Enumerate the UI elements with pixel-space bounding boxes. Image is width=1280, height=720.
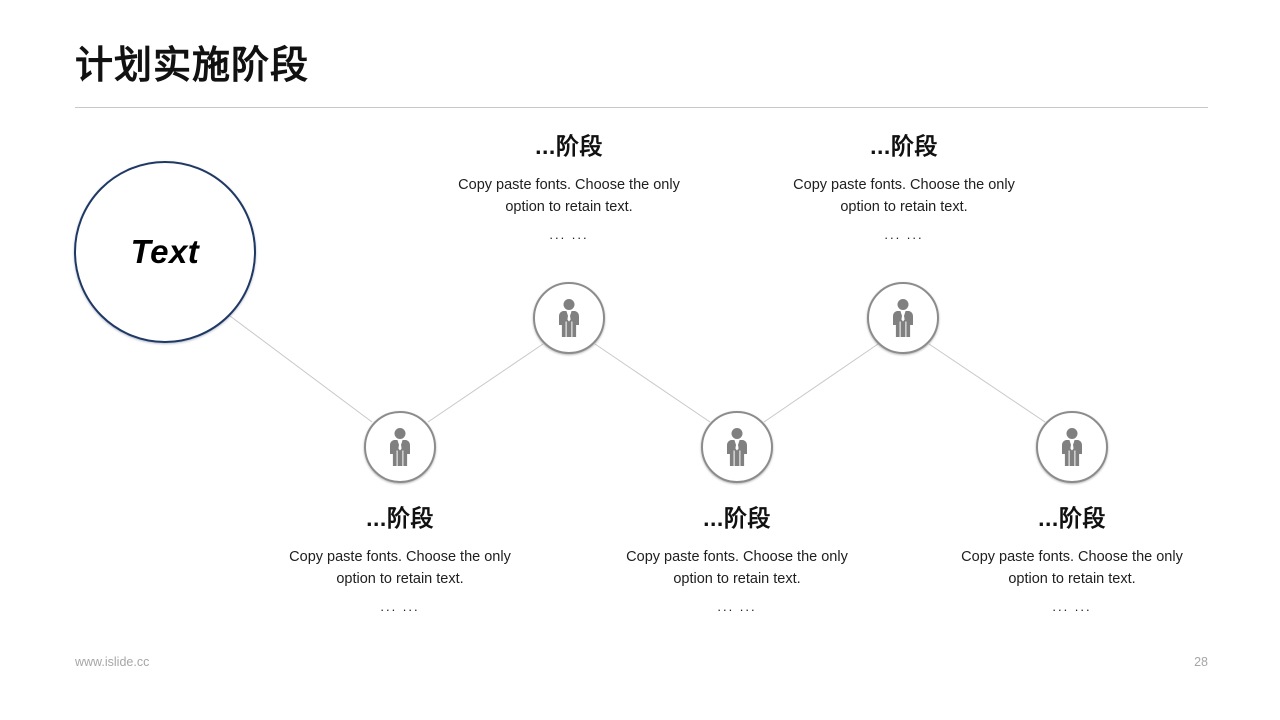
stage-node-top-1[interactable] — [533, 282, 605, 354]
stage-dots: ... ... — [380, 598, 420, 614]
stage-text-top-1: ...阶段 Copy paste fonts. Choose the only … — [429, 133, 709, 242]
stage-heading: ...阶段 — [535, 133, 603, 159]
stage-heading: ...阶段 — [1038, 505, 1106, 531]
connector-t2-to-b3 — [928, 343, 1046, 423]
connector-b1-to-t1 — [427, 343, 544, 423]
stage-body: Copy paste fonts. Choose the only option… — [626, 549, 848, 588]
stage-text-top-2: ...阶段 Copy paste fonts. Choose the only … — [764, 133, 1044, 242]
stage-body: Copy paste fonts. Choose the only option… — [458, 177, 680, 216]
stage-text-bottom-2: ...阶段 Copy paste fonts. Choose the only … — [597, 505, 877, 614]
stage-dots: ... ... — [549, 226, 589, 242]
page-title: 计划实施阶段 — [75, 45, 310, 87]
stage-heading: ...阶段 — [366, 505, 434, 531]
stage-heading: ...阶段 — [870, 133, 938, 159]
stage-body: Copy paste fonts. Choose the only option… — [793, 177, 1015, 216]
connector-t1-to-b2 — [594, 343, 711, 423]
connector-hero-to-b1 — [229, 315, 373, 423]
footer-page-number: 28 — [1194, 655, 1208, 669]
footer-website[interactable]: www.islide.cc — [75, 655, 150, 669]
connector-b2-to-t2 — [763, 343, 879, 423]
stage-node-bottom-3[interactable] — [1036, 411, 1108, 483]
person-businessman-icon — [383, 427, 417, 467]
stage-text-bottom-3: ...阶段 Copy paste fonts. Choose the only … — [932, 505, 1212, 614]
stage-node-bottom-1[interactable] — [364, 411, 436, 483]
stage-dots: ... ... — [884, 226, 924, 242]
person-businessman-icon — [886, 298, 920, 338]
person-businessman-icon — [720, 427, 754, 467]
stage-heading: ...阶段 — [703, 505, 771, 531]
hero-circle-label: Text — [130, 233, 200, 270]
person-businessman-icon — [552, 298, 586, 338]
stage-text-bottom-1: ...阶段 Copy paste fonts. Choose the only … — [260, 505, 540, 614]
hero-text-circle[interactable]: Text — [74, 161, 256, 343]
stage-dots: ... ... — [717, 598, 757, 614]
title-divider — [75, 107, 1208, 108]
stage-node-bottom-2[interactable] — [701, 411, 773, 483]
stage-dots: ... ... — [1052, 598, 1092, 614]
person-businessman-icon — [1055, 427, 1089, 467]
stage-node-top-2[interactable] — [867, 282, 939, 354]
stage-body: Copy paste fonts. Choose the only option… — [961, 549, 1183, 588]
stage-body: Copy paste fonts. Choose the only option… — [289, 549, 511, 588]
